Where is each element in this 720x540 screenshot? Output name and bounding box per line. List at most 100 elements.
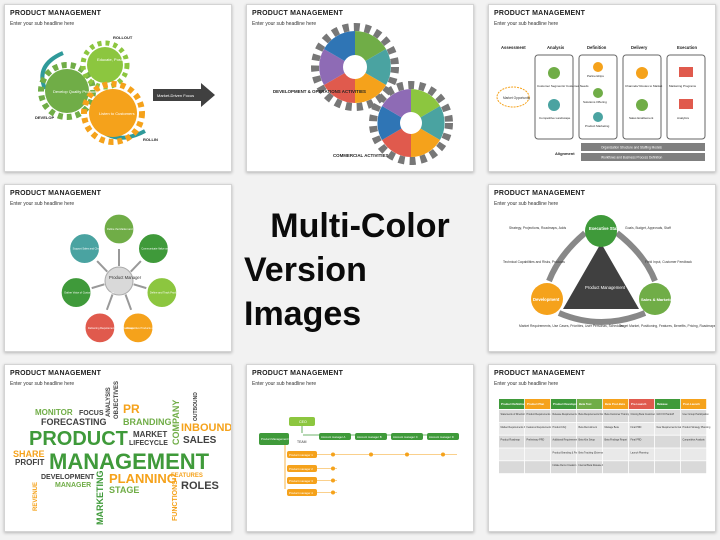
table-header-cell: [551, 399, 577, 409]
hub-node-label: Define the Market and Customers: [107, 227, 146, 231]
slide-word-cloud[interactable]: PRODUCT MANAGEMENT Enter your sub headli…: [4, 364, 232, 532]
slide-gears-rollout[interactable]: PRODUCT MANAGEMENT Enter your sub headli…: [4, 4, 232, 172]
note-5: Market Requirements, Use Cases, Prioriti…: [519, 324, 624, 328]
table-cell: [551, 448, 577, 461]
note-2: Goals, Budget, Approvals, Staff: [625, 226, 671, 230]
arrow-icon: [153, 83, 215, 107]
table-cell: [551, 410, 577, 422]
word-market: MARKET: [133, 430, 167, 439]
table-cell-text: Beta Tracking (External): [579, 451, 605, 454]
hub-connector: [91, 283, 105, 290]
dev-ops-label: DEVELOPMENT & OPERATIONS ACTIVITIES: [273, 89, 366, 94]
table-cell: [577, 448, 603, 461]
table-cell: [655, 422, 681, 435]
table-cell-text: Features Requirements Document (FRD): [527, 426, 571, 429]
slide-activity-gears[interactable]: PRODUCT MANAGEMENT Enter your sub headli…: [246, 4, 474, 172]
slide-subtitle: Enter your sub headline here: [494, 381, 559, 387]
word-pr: PR: [123, 402, 140, 416]
stage-definition: Definition: [587, 45, 607, 50]
table-cell: [629, 410, 655, 422]
slide-subtitle: Enter your sub headline here: [10, 381, 75, 387]
table-cell: [681, 435, 707, 448]
stage-assessment: Assessment: [501, 45, 526, 50]
table-header-label: Beta Test: [579, 402, 591, 406]
table-cell: [499, 422, 525, 435]
slide-product-manager-hub[interactable]: PRODUCT MANAGEMENT Enter your sub headli…: [4, 184, 232, 352]
slide-title: PRODUCT MANAGEMENT: [10, 370, 102, 377]
table-cell-text: Release Requirements Document (RRD): [553, 413, 597, 416]
table-cell-text: Final PRD: [631, 426, 642, 429]
slide-cycle-triangle[interactable]: PRODUCT MANAGEMENT Enter your sub headli…: [488, 184, 716, 352]
hub-node-label: Communicate Value and Requirements: [141, 247, 187, 251]
table-cell-text: Beta Recruitment: [579, 426, 598, 429]
hub-node: [84, 312, 116, 344]
word-outbound: OUTBOUND: [193, 392, 199, 421]
product-manager-4: Product manager 4: [289, 491, 313, 495]
table-cell-text: Product Strategy Planning: [683, 426, 711, 429]
slide-subtitle: Enter your sub headline here: [494, 201, 559, 207]
hub-node-label: Support Sales and Channel Partners: [73, 247, 116, 251]
item-solutions-offering: Solutions Offering: [583, 100, 607, 104]
table-cell-text: Beta Findings Report: [605, 439, 628, 442]
gears-diagram: Educate, Position, Explain Develop Quali…: [35, 35, 215, 145]
table-cell-text: Closing Beta Customers: [631, 413, 658, 416]
table-cell: [681, 422, 707, 435]
word-marketing: MARKETING: [95, 471, 105, 526]
word-revenue: REVENUE: [33, 482, 39, 511]
table-cell: [577, 461, 603, 474]
slide-title: PRODUCT MANAGEMENT: [494, 190, 586, 197]
table-cell-text: New Requirements Gathering: [657, 426, 689, 429]
table-cell: [577, 410, 603, 422]
table-header-label: Product Plan: [527, 402, 545, 406]
product-manager-3: Product manager 3: [289, 479, 313, 483]
table-cell: [603, 410, 629, 422]
word-forecasting: FORECASTING: [41, 417, 107, 427]
table-cell: [577, 435, 603, 448]
table-cell: [551, 461, 577, 474]
table-cell: [499, 461, 525, 474]
table-header-label: Pre-Launch: [631, 402, 647, 406]
pm-consultant-label: Product Management Consultant: [261, 437, 302, 441]
table-cell: [551, 422, 577, 435]
table-header-label: Product Definition: [501, 402, 526, 406]
slide-subtitle: Enter your sub headline here: [252, 21, 317, 27]
product-manager-rows: Product manager 1 Product manager 2 Prod…: [287, 451, 457, 496]
table-cell-text: Beta Kits Setup: [579, 439, 596, 442]
table-cell: [655, 435, 681, 448]
hub-connector: [133, 283, 147, 290]
slide-process-flow[interactable]: PRODUCT MANAGEMENT Enter your sub headli…: [488, 4, 716, 172]
exec-circle: [585, 215, 617, 247]
commercial-label: COMMERCIAL ACTIVITIES: [333, 153, 388, 158]
table-cell-text: Final PRD: [631, 439, 642, 442]
sales-circle: [639, 283, 671, 315]
word-share: SHARE: [13, 449, 45, 459]
table-cell: [655, 410, 681, 422]
table-header-cell: [629, 399, 655, 409]
table-cell-text: Launch Planning: [631, 451, 649, 454]
manager-a: Account manager A: [321, 435, 346, 439]
rollin-label: ROLLIN: [143, 137, 158, 142]
table-cell: [603, 422, 629, 435]
manager-b: Account manager B: [357, 435, 382, 439]
hub-connector: [124, 294, 133, 311]
word-focus: FOCUS: [79, 410, 104, 417]
table-cell-text: Product Roadmap: [501, 439, 521, 442]
table-header-cell: [577, 399, 603, 409]
gear-a: [80, 40, 130, 90]
table-cell: [681, 461, 707, 474]
slide-title: PRODUCT MANAGEMENT: [494, 370, 586, 377]
slide-lifecycle-table[interactable]: PRODUCT MANAGEMENT Enter your sub headli…: [488, 364, 716, 532]
table-cell-text: Additional Requirements Gathering: [553, 439, 591, 442]
table-cell-text: Manage Beta: [605, 426, 620, 429]
slide-org-chart[interactable]: PRODUCT MANAGEMENT Enter your sub headli…: [246, 364, 474, 532]
word-management: MANAGEMENT: [49, 449, 210, 474]
hub-center-label-line: Product Manager: [109, 275, 142, 280]
table-cell: [655, 448, 681, 461]
word-company: COMPANY: [171, 400, 181, 445]
gear-c-label: Listen to Customers: [99, 111, 135, 116]
item-channels: Channels/ Routes to Market: [625, 84, 662, 88]
product-manager-2: Product manager 2: [289, 467, 313, 471]
hub-node: [68, 232, 101, 265]
gear-c: [81, 81, 145, 145]
